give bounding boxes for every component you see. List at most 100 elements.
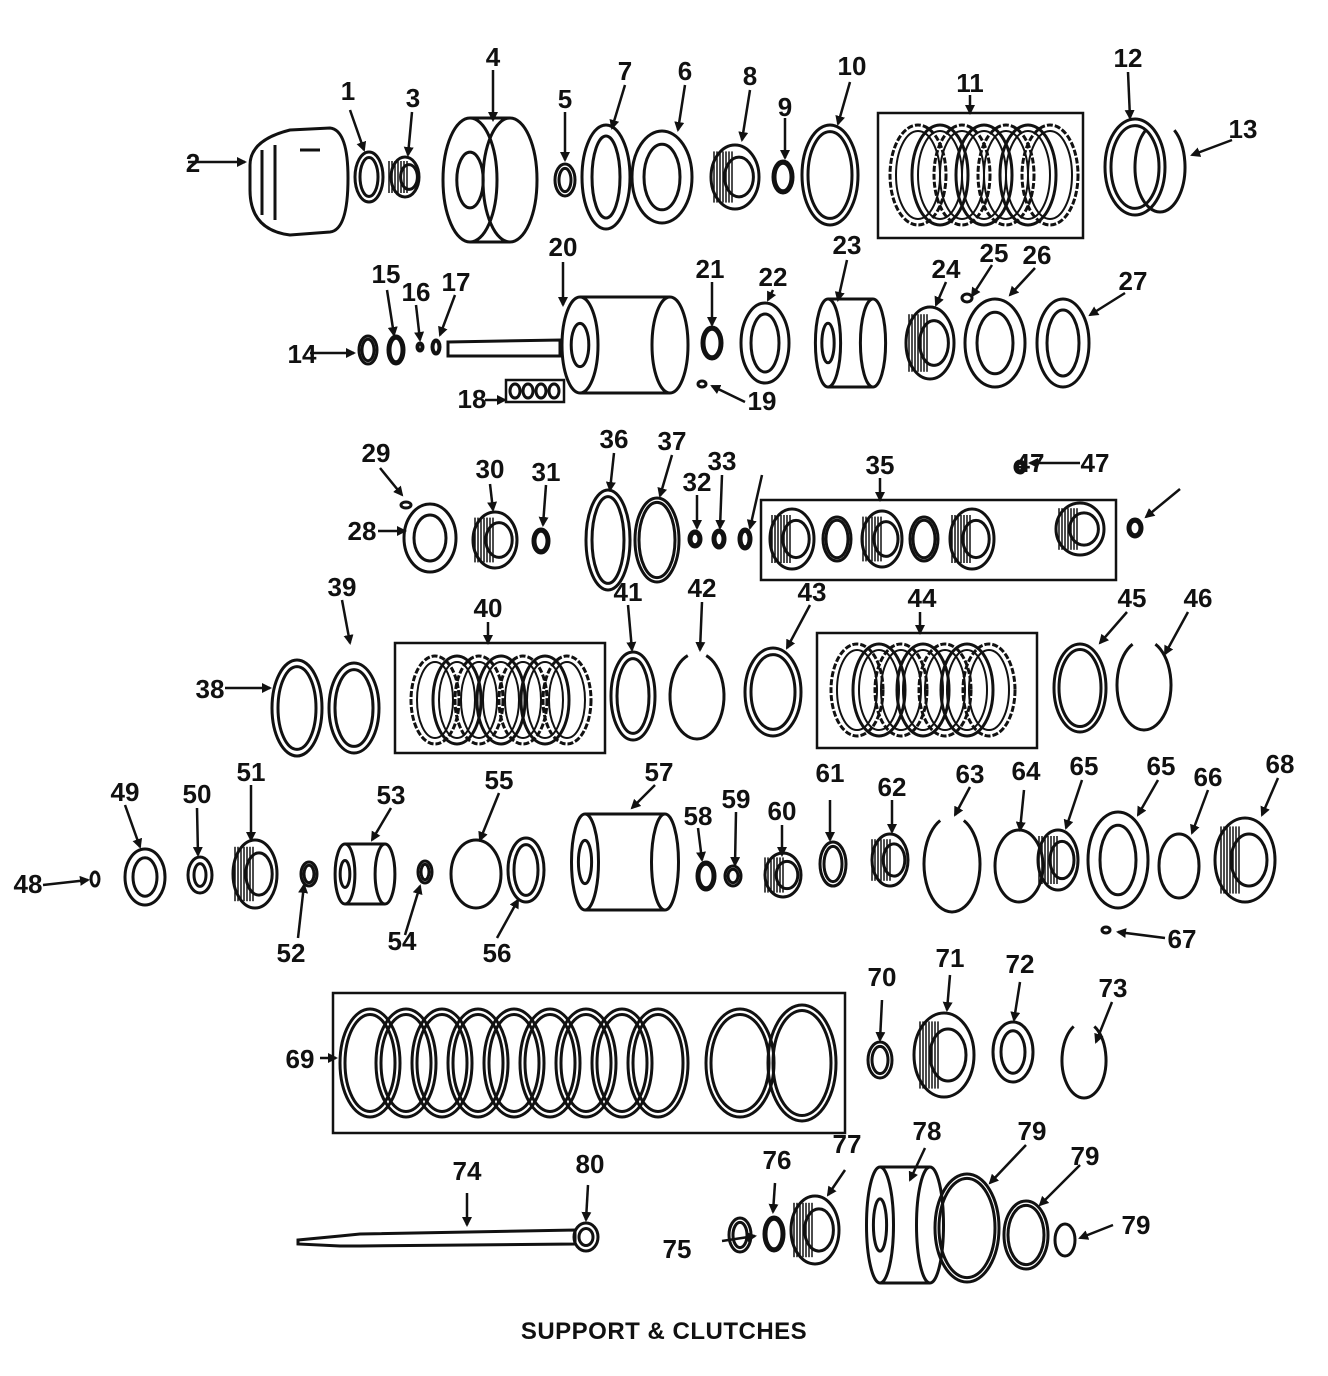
- leader-line: [730, 811, 741, 867]
- leader-line: [715, 474, 726, 530]
- callout-67: 67: [1168, 924, 1197, 954]
- callout-69: 69: [286, 1044, 315, 1074]
- callout-9: 9: [778, 92, 792, 122]
- bearing-30: [471, 510, 519, 570]
- leader-line: [1094, 1001, 1114, 1044]
- ball-67: [1100, 925, 1112, 935]
- cage-57: [570, 812, 680, 912]
- callout-55: 55: [485, 765, 514, 795]
- callout-64: 64: [1012, 756, 1041, 786]
- group-35: [759, 498, 1118, 582]
- snap-ring-13: [1133, 129, 1187, 214]
- leader-line: [785, 604, 812, 650]
- leader-line: [1163, 611, 1190, 656]
- ball-19: [696, 379, 708, 389]
- washer-75: [727, 1216, 753, 1254]
- plate-41: [609, 650, 657, 742]
- callout-52: 52: [277, 938, 306, 968]
- plate-69: [374, 1007, 438, 1119]
- leader-line: [538, 484, 549, 527]
- leader-line: [192, 807, 203, 857]
- seal-79b: [1002, 1199, 1050, 1271]
- leader-line: [934, 281, 948, 307]
- callout-31: 31: [532, 457, 561, 487]
- leader-line: [988, 1144, 1027, 1185]
- callout-14: 14: [288, 339, 317, 369]
- callout-26: 26: [1023, 240, 1052, 270]
- group-11: [876, 111, 1085, 240]
- washer-56: [506, 836, 546, 904]
- plate-69: [410, 1007, 474, 1119]
- snap-ring-42: [668, 654, 726, 741]
- ring-45: [1052, 642, 1108, 734]
- bearing-35e: [948, 507, 996, 571]
- callout-54: 54: [388, 926, 417, 956]
- callout-49: 49: [111, 777, 140, 807]
- leader-line: [1088, 291, 1126, 317]
- group-69: [331, 991, 847, 1135]
- leader-line: [710, 384, 746, 404]
- callout-28: 28: [348, 516, 377, 546]
- bushing-3: [388, 155, 421, 199]
- bearing-race-6: [630, 129, 694, 225]
- callout-65: 65: [1070, 751, 1099, 781]
- washer-61: [818, 840, 848, 888]
- ring-35d: [908, 515, 940, 563]
- callout-79: 79: [1071, 1141, 1100, 1171]
- callout-15: 15: [372, 259, 401, 289]
- plate-69: [590, 1007, 654, 1119]
- gear-71: [912, 1011, 976, 1099]
- leader-line: [695, 601, 706, 652]
- callout-43: 43: [798, 577, 827, 607]
- callout-6: 6: [678, 56, 692, 86]
- plate-69: [338, 1007, 402, 1119]
- callout-42: 42: [688, 573, 717, 603]
- leader-line: [495, 898, 520, 939]
- callout-46: 46: [1184, 583, 1213, 613]
- callout-72: 72: [1006, 949, 1035, 979]
- callout-25: 25: [980, 238, 1009, 268]
- callout-33: 33: [708, 446, 737, 476]
- bearing-35a: [768, 507, 816, 571]
- leader-line: [348, 109, 367, 152]
- callout-41: 41: [614, 577, 643, 607]
- seal-15: [386, 334, 406, 366]
- callout-57: 57: [645, 757, 674, 787]
- seal-79a: [933, 1172, 1001, 1284]
- callout-35: 35: [866, 450, 895, 480]
- plate-69: [446, 1007, 510, 1119]
- leader-line: [1010, 981, 1022, 1022]
- bearing-8: [709, 143, 761, 211]
- leader-line: [1190, 138, 1233, 157]
- callout-30: 30: [476, 454, 505, 484]
- race-28: [402, 502, 458, 574]
- plate-39: [327, 661, 381, 755]
- parts-layer: [89, 111, 1277, 1285]
- plate-69c: [766, 1003, 838, 1123]
- callout-40: 40: [474, 593, 503, 623]
- plate-37: [633, 496, 681, 584]
- sun-gear-49: [123, 847, 167, 907]
- callout-79: 79: [1122, 1210, 1151, 1240]
- callout-24: 24: [932, 254, 961, 284]
- leader-line: [766, 289, 777, 302]
- group-44: [815, 631, 1039, 750]
- leader-line: [953, 786, 972, 817]
- leader-line: [674, 84, 687, 132]
- ring-48: [89, 870, 101, 888]
- callout-56: 56: [483, 938, 512, 968]
- oring-9: [771, 159, 795, 195]
- leader-line: [438, 294, 457, 337]
- ring-18: [534, 382, 548, 400]
- bushing-5: [553, 162, 577, 198]
- leader-line: [721, 1232, 757, 1243]
- callout-61: 61: [816, 758, 845, 788]
- shaft-74: [296, 1228, 577, 1248]
- plate-69: [554, 1007, 618, 1119]
- callout-17: 17: [442, 267, 471, 297]
- drum-78: [865, 1165, 945, 1285]
- callout-65: 65: [1147, 751, 1176, 781]
- leader-line: [340, 599, 354, 645]
- leader-line: [1144, 488, 1181, 519]
